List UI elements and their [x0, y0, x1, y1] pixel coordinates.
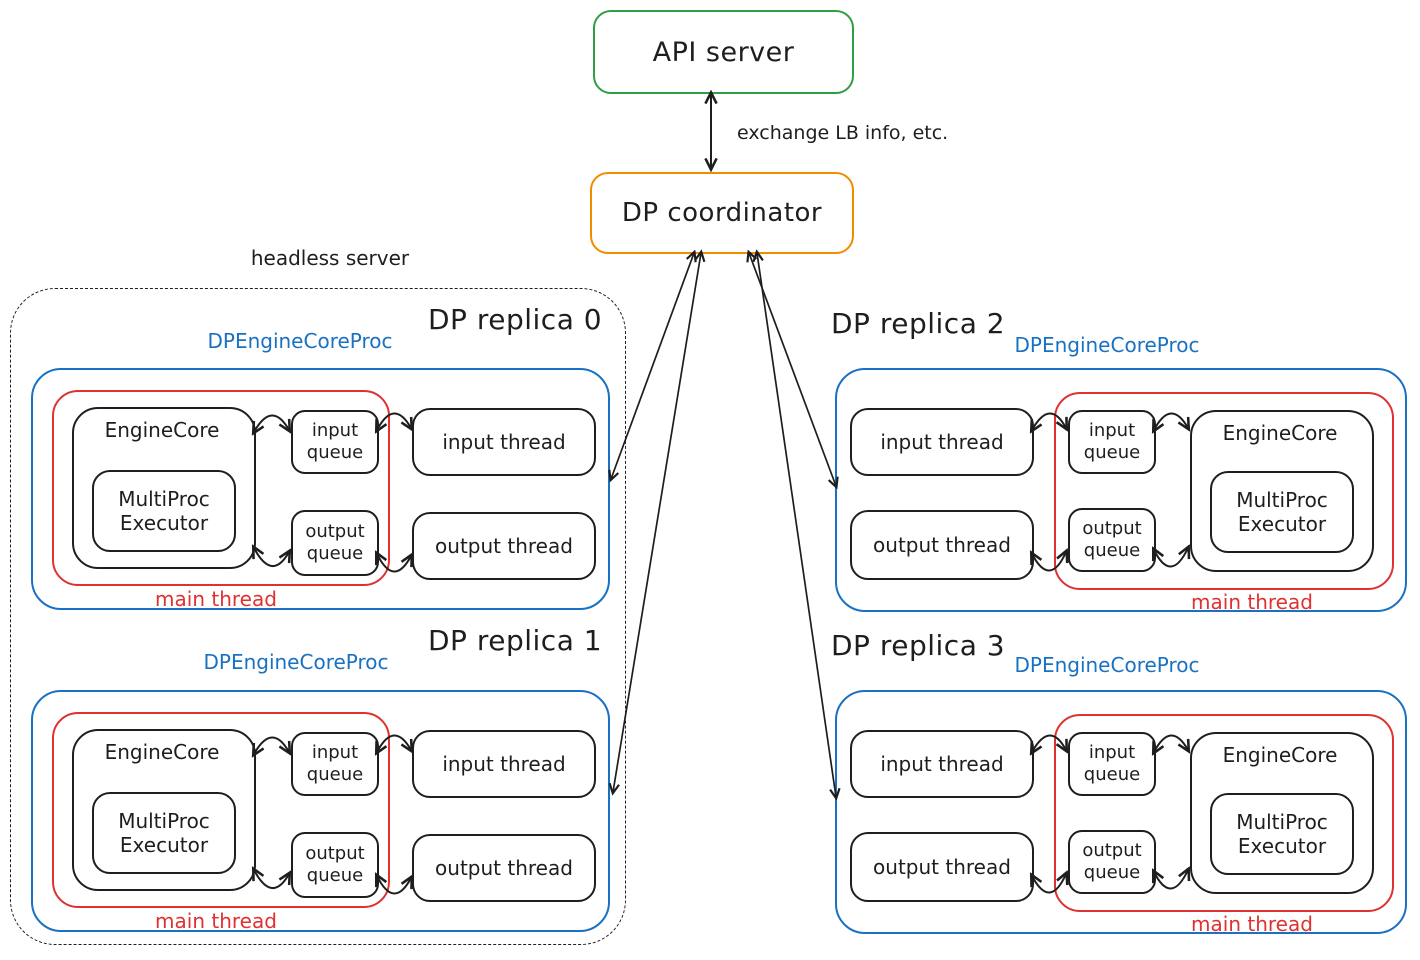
- engine-core-label: EngineCore: [104, 418, 220, 442]
- replica-3-proc-label: DPEngineCoreProc: [1014, 653, 1200, 677]
- multiproc-executor-box: MultiProc Executor: [1210, 793, 1354, 875]
- input-queue-label: input queue: [306, 741, 364, 786]
- dpenginecoreproc-box: [835, 690, 1407, 934]
- input-thread-box: input thread: [850, 730, 1034, 798]
- replica-1-proc-label: DPEngineCoreProc: [203, 650, 389, 674]
- dp-coordinator-box: DP coordinator: [590, 172, 854, 254]
- engine-core-box: [1190, 410, 1374, 572]
- dpenginecoreproc-box: [31, 690, 610, 932]
- main-thread-label: main thread: [155, 909, 277, 933]
- engine-core-label: EngineCore: [104, 740, 220, 764]
- output-queue-label: output queue: [305, 842, 365, 887]
- replica-2-title: DP replica 2: [831, 307, 1006, 340]
- api-server-box: API server: [593, 10, 854, 94]
- dp-replica-0: EngineCore MultiProc Executor input queu…: [31, 368, 611, 614]
- dp-replica-1: EngineCore MultiProc Executor input queu…: [31, 690, 611, 936]
- main-thread-label: main thread: [1191, 912, 1313, 936]
- engine-core-box: [72, 729, 256, 891]
- output-queue-box: output queue: [1068, 830, 1156, 894]
- input-queue-label: input queue: [1083, 741, 1141, 786]
- output-queue-box: output queue: [291, 832, 379, 898]
- replica-3-title: DP replica 3: [831, 629, 1006, 662]
- dp-replica-3: EngineCore MultiProc Executor input queu…: [835, 690, 1415, 936]
- multiproc-executor-box: MultiProc Executor: [92, 792, 236, 874]
- replica-0-proc-label: DPEngineCoreProc: [207, 329, 393, 353]
- main-thread-box: [1054, 714, 1394, 912]
- engine-core-box: [72, 407, 256, 569]
- input-queue-box: input queue: [1068, 732, 1156, 796]
- input-queue-label: input queue: [306, 419, 364, 464]
- main-thread-box: [1054, 392, 1394, 590]
- multiproc-executor-label: MultiProc Executor: [1236, 810, 1328, 858]
- input-queue-box: input queue: [291, 732, 379, 796]
- output-thread-label: output thread: [435, 856, 573, 880]
- input-thread-label: input thread: [442, 752, 566, 776]
- input-queue-box: input queue: [1068, 410, 1156, 474]
- replica-2-proc-label: DPEngineCoreProc: [1014, 333, 1200, 357]
- input-thread-box: input thread: [850, 408, 1034, 476]
- multiproc-executor-box: MultiProc Executor: [1210, 471, 1354, 553]
- replica-0-title: DP replica 0: [428, 303, 603, 336]
- output-thread-box: output thread: [850, 510, 1034, 580]
- multiproc-executor-label: MultiProc Executor: [118, 487, 210, 535]
- output-queue-box: output queue: [291, 510, 379, 576]
- output-queue-label: output queue: [1082, 839, 1142, 884]
- api-server-label: API server: [652, 36, 795, 68]
- output-thread-label: output thread: [873, 533, 1011, 557]
- input-thread-label: input thread: [880, 752, 1004, 776]
- output-queue-label: output queue: [305, 520, 365, 565]
- coordinator-replica-arrows: [611, 253, 836, 797]
- headless-server-label: headless server: [250, 246, 410, 270]
- input-queue-label: input queue: [1083, 419, 1141, 464]
- output-thread-box: output thread: [412, 512, 596, 580]
- input-thread-label: input thread: [442, 430, 566, 454]
- output-thread-label: output thread: [873, 855, 1011, 879]
- input-thread-box: input thread: [412, 730, 596, 798]
- replica-1-title: DP replica 1: [428, 624, 603, 657]
- output-thread-box: output thread: [412, 834, 596, 902]
- output-queue-label: output queue: [1082, 517, 1142, 562]
- main-thread-label: main thread: [155, 587, 277, 611]
- engine-core-box: [1190, 732, 1374, 894]
- engine-core-label: EngineCore: [1222, 421, 1338, 445]
- output-thread-label: output thread: [435, 534, 573, 558]
- output-queue-box: output queue: [1068, 508, 1156, 572]
- exchange-lb-info-label: exchange LB info, etc.: [737, 122, 949, 144]
- output-thread-box: output thread: [850, 832, 1034, 902]
- multiproc-executor-label: MultiProc Executor: [118, 809, 210, 857]
- dp-replica-2: EngineCore MultiProc Executor input queu…: [835, 368, 1415, 614]
- input-thread-box: input thread: [412, 408, 596, 476]
- engine-core-label: EngineCore: [1222, 743, 1338, 767]
- dp-coordinator-label: DP coordinator: [621, 198, 823, 228]
- multiproc-executor-box: MultiProc Executor: [92, 470, 236, 552]
- main-thread-box: [52, 390, 390, 586]
- input-queue-box: input queue: [291, 410, 379, 474]
- main-thread-box: [52, 712, 390, 908]
- input-thread-label: input thread: [880, 430, 1004, 454]
- multiproc-executor-label: MultiProc Executor: [1236, 488, 1328, 536]
- main-thread-label: main thread: [1191, 590, 1313, 614]
